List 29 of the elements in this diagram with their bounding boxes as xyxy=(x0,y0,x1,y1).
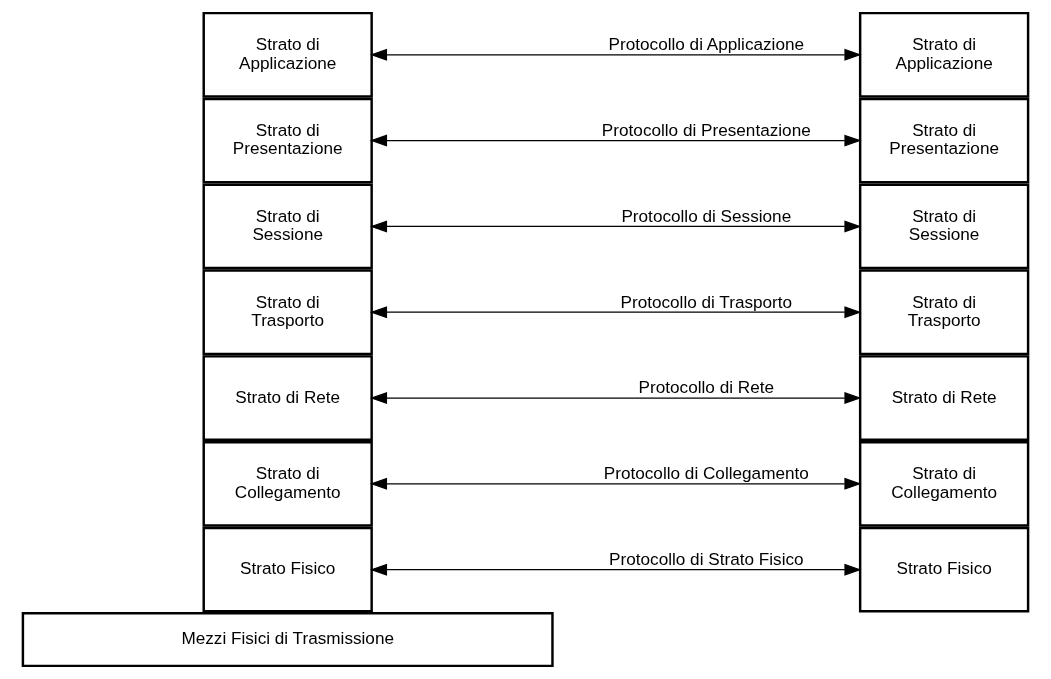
arrow xyxy=(369,134,862,147)
node-box: Strato di Trasporto xyxy=(858,269,1030,356)
edge-label: Protocollo di Collegamento xyxy=(603,463,809,484)
node-box: Strato Fisico xyxy=(202,526,373,613)
arrow xyxy=(369,563,862,576)
edge-label: Protocollo di Sessione xyxy=(621,205,792,226)
node-box: Strato di Collegamento xyxy=(202,440,373,527)
arrow xyxy=(369,392,862,405)
node-box: Strato di Collegamento xyxy=(858,440,1030,527)
node-box: Strato di Rete xyxy=(858,355,1030,441)
arrow xyxy=(369,477,862,490)
node-box: Strato di Rete xyxy=(202,355,373,441)
node-box: Mezzi Fisici di Trasmissione xyxy=(21,611,554,668)
arrow xyxy=(369,48,862,61)
node-box: Strato Fisico xyxy=(858,526,1030,613)
edge-label: Protocollo di Presentazione xyxy=(601,119,811,140)
node-box: Strato di Trasporto xyxy=(202,269,373,356)
edge-label: Protocollo di Applicazione xyxy=(608,34,805,55)
edge-label: Protocollo di Strato Fisico xyxy=(609,548,804,569)
node-box: Strato di Sessione xyxy=(202,183,373,270)
node-box: Strato di Presentazione xyxy=(858,97,1030,184)
arrow xyxy=(369,306,862,319)
edge-label: Protocollo di Rete xyxy=(638,377,775,398)
node-box: Strato di Applicazione xyxy=(858,11,1030,98)
node-box: Strato di Presentazione xyxy=(202,97,373,184)
node-box: Strato di Sessione xyxy=(858,183,1030,270)
node-box: Strato di Applicazione xyxy=(202,11,373,98)
edge-label: Protocollo di Trasporto xyxy=(620,291,793,312)
arrow xyxy=(369,220,862,233)
